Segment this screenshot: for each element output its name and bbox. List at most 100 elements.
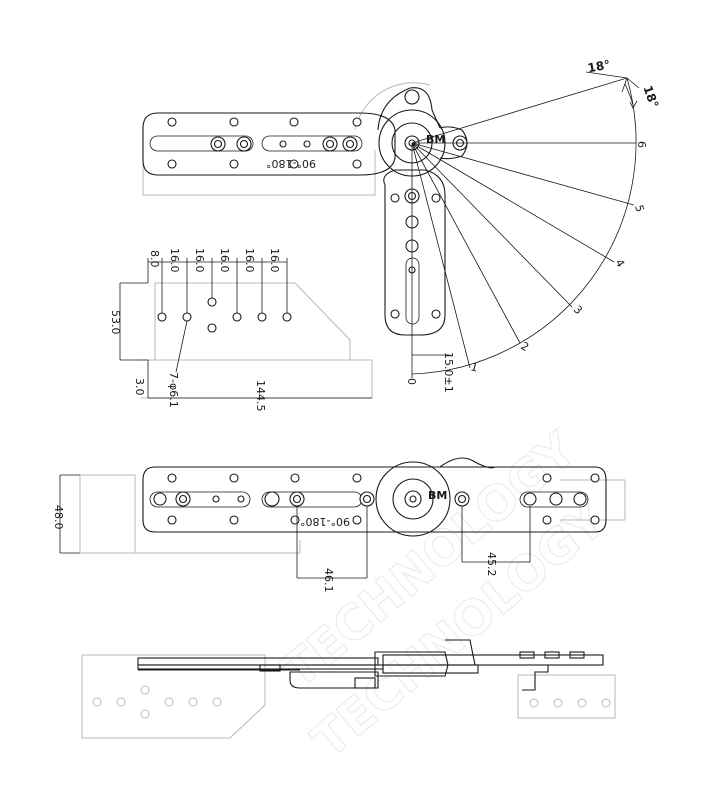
extended-small-hole [212,495,220,503]
profile-ghost-hole [212,697,222,707]
profile-ghost-left [81,654,266,739]
profile-rivet [259,664,281,672]
extended-hole [352,515,362,525]
profile-ghost-hole [140,709,150,719]
extended-rivet [573,492,587,506]
extended-hole [229,473,239,483]
extended-hub-ring [392,478,434,520]
extended-rivet [153,492,167,506]
vertical-arm-hole [390,193,400,203]
height-dimension: 53.0 [109,310,122,335]
extended-hole [167,473,177,483]
position-label-6: 6 [635,141,648,148]
arm-hole [229,117,239,127]
profile-bracket [520,664,549,691]
hole-spacing-label: 16.0 [193,248,206,273]
extended-hole [290,473,300,483]
extended-height-dimension: 48.0 [52,505,65,530]
bottom-offset-dimension: 3.0 [133,378,146,396]
extended-hole [229,515,239,525]
extended-arm-bump [439,457,496,469]
profile-ghost-right [517,674,616,719]
arm-rivet-inner [325,139,335,149]
arm-hole [352,159,362,169]
arm-rivet-inner [239,139,249,149]
hole-spacing-label: 16.0 [268,248,281,273]
arm-hole [289,117,299,127]
profile-rivet [519,651,535,659]
top-arm-engraving: 90°-180° [266,157,316,170]
rotation-arc [411,77,637,375]
extended-rivet-inner [292,494,302,504]
profile-knuckle [445,639,476,666]
angle-18-arc [585,71,628,79]
extended-hole [542,473,552,483]
extended-rivet-inner [362,494,372,504]
hole-callout: 7-φ6.1 [167,372,180,408]
extended-hole [542,515,552,525]
position-label-3: 3 [571,303,585,317]
radial-line-upper [411,77,628,144]
side-plate-hole [157,312,167,322]
angle-arrow [621,77,640,93]
vertical-arm-slot [405,257,420,325]
profile-rivet [569,651,585,659]
side-plate-view: 8.0 16.0 16.0 16.0 16.0 16.0 53.0 3.0 7-… [109,248,373,412]
hole-spacing-label: 8.0 [148,250,161,268]
profile-ghost-hole [140,685,150,695]
profile-ghost-hole [553,698,563,708]
arm-hole [352,117,362,127]
profile-ghost-hole [92,697,102,707]
vertical-arm-hole [431,193,441,203]
profile-ghost-hole [188,697,198,707]
arm-hole [289,159,299,169]
extended-hole [590,473,600,483]
hole-callout-leader [175,320,188,373]
angle-side-label: 18° [640,84,661,110]
extended-slot [519,491,589,508]
profile-ghost-hole [601,698,611,708]
extended-slot [149,491,251,508]
offset-dimension: 15.0±1 [442,352,455,393]
extended-hub-outer [375,461,451,537]
radial-line-3 [411,142,573,308]
left-center-dimension: 46.1 [322,568,335,593]
profile-ghost-hole [577,698,587,708]
extended-rivet-inner [457,494,467,504]
side-plate-hole [282,312,292,322]
extended-ghost-left [79,474,136,554]
side-plate-hole [207,323,217,333]
right-center-dimension: 45.2 [485,552,498,577]
profile-bar-right [382,654,604,666]
extended-ghost-bottom [80,540,301,554]
side-plate-hole [257,312,267,322]
extended-hole [352,473,362,483]
extended-rivet [264,491,280,507]
arm-hole [229,159,239,169]
profile-ghost-hole [164,697,174,707]
side-plate-hole [182,312,192,322]
length-dimension: 144.5 [254,380,267,412]
radial-line-5 [411,142,635,206]
profile-link [289,671,379,689]
extended-view: BM 90°-180° 48.0 46.1 45.2 [52,457,626,593]
arm-small-hole [279,140,287,148]
ghost-plate-outline [142,150,376,196]
profile-bar-right-lower [382,664,479,674]
vertical-arm-hole [390,309,400,319]
arm-hole [167,117,177,127]
arm-small-hole [303,140,311,148]
extended-arm-engraving: 90°-180° [300,515,350,528]
radial-line-1 [411,142,471,369]
extended-rivet [549,492,563,506]
profile-ghost-hole [529,698,539,708]
profile-rivet [544,651,560,659]
extended-hole [590,515,600,525]
arm-slot-right [261,135,363,152]
arm-hole [167,159,177,169]
side-plate-hole [207,297,217,307]
position-label-0: 0 [405,378,418,385]
angle-top-label: 18° [586,58,611,76]
side-profile-view [81,639,616,739]
